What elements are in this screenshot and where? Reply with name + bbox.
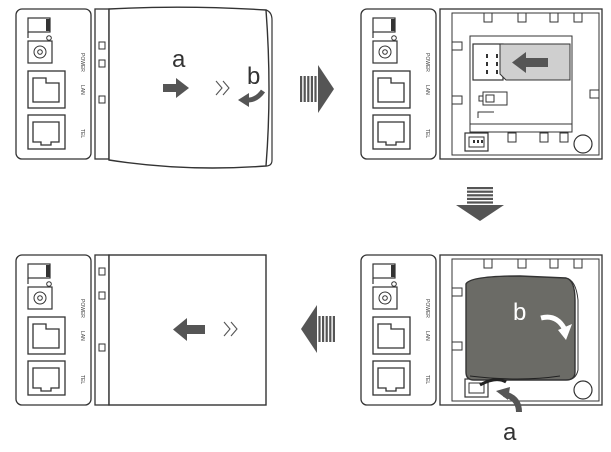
flow-arrow-left — [301, 305, 335, 353]
lan-label: LAN — [424, 331, 430, 341]
lan-label: LAN — [424, 85, 430, 95]
tel-label: TEL — [424, 129, 430, 138]
arrow-b-label: b — [247, 63, 260, 90]
power-label: POWER — [424, 53, 430, 72]
tel-label: TEL — [79, 375, 85, 384]
arrow-b-label: b — [513, 299, 526, 326]
flow-arrow-down — [456, 187, 504, 221]
device-body-open — [439, 8, 603, 160]
push-arrow — [173, 318, 205, 341]
power-label: POWER — [79, 53, 85, 72]
flow-arrow-right — [300, 65, 334, 113]
port-panel: POWER LAN TEL — [15, 254, 92, 406]
step1-panel: POWER LAN TEL a b — [15, 6, 273, 169]
lan-label: LAN — [79, 85, 85, 95]
curved-arrow-icon: b — [513, 299, 572, 340]
power-label: POWER — [424, 299, 430, 318]
curved-arrow-icon: a — [496, 387, 522, 446]
battery-icon — [465, 275, 576, 381]
arrow-a: a — [163, 46, 189, 98]
device-body-open: b a — [439, 254, 603, 446]
device-body — [94, 6, 273, 169]
port-panel: POWER LAN TEL — [360, 8, 437, 160]
insert-arrow — [512, 52, 548, 73]
tel-label: TEL — [424, 375, 430, 384]
tel-label: TEL — [79, 129, 85, 138]
arrow-a-label: a — [503, 419, 517, 446]
lan-label: LAN — [79, 331, 85, 341]
power-label: POWER — [79, 299, 85, 318]
curved-arrow-icon: b — [238, 63, 266, 107]
port-panel: POWER LAN TEL — [15, 8, 92, 160]
back-cover — [108, 6, 270, 169]
device-body-closed — [94, 254, 267, 406]
step3-panel: POWER LAN TEL b — [360, 254, 603, 446]
arrow-a-label: a — [172, 46, 186, 73]
port-panel: POWER LAN TEL — [360, 254, 437, 406]
step2-panel: POWER LAN TEL — [360, 8, 603, 160]
step4-panel: POWER LAN TEL — [15, 254, 267, 406]
